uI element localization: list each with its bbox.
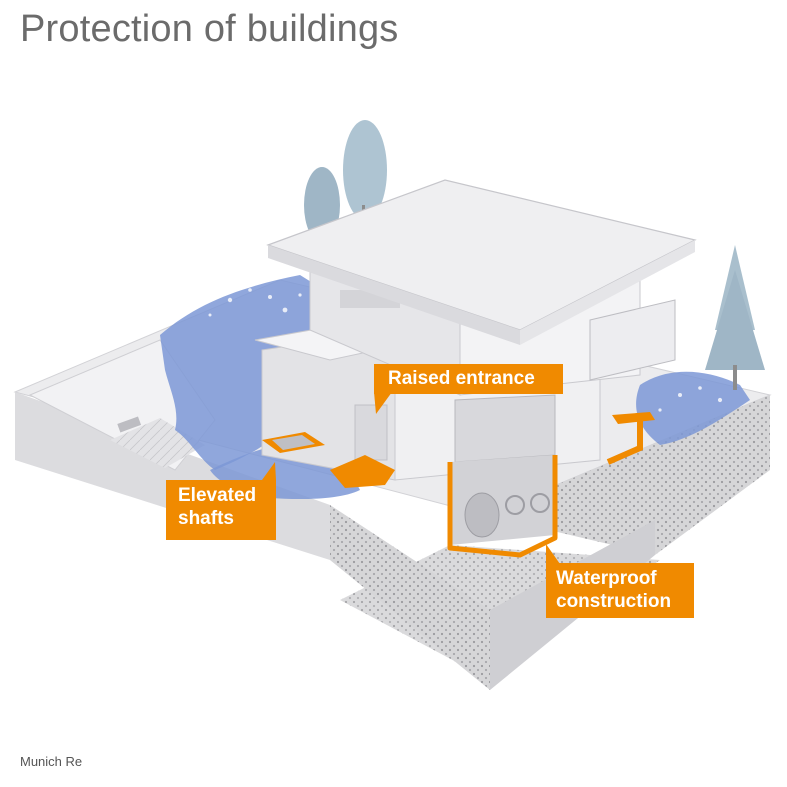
callout-label: Raised entrance: [388, 368, 535, 389]
callout-waterproof-construction: Waterproof construction: [546, 563, 694, 618]
callout-raised-entrance: Raised entrance: [374, 364, 563, 394]
cutaway-room-upper: [454, 394, 556, 463]
roof-edge-left: [268, 245, 520, 345]
balcony: [589, 299, 676, 381]
callout-label: Waterproof: [556, 568, 657, 589]
raised-entrance-step: [330, 455, 395, 488]
source-credit: Munich Re: [20, 754, 83, 769]
flood-water-right: [636, 371, 750, 445]
waterproof-pointer: [546, 544, 560, 564]
callout-label: Elevated: [178, 485, 257, 506]
flood-debris: [208, 288, 723, 412]
elevated-shafts-pointer: [262, 462, 276, 480]
shaft-pipe: [606, 420, 643, 465]
basement-cutaway: [450, 455, 555, 545]
raised-entrance-pointer: [374, 392, 392, 414]
callout-label: shafts: [178, 508, 234, 529]
elevated-shaft-grate: [272, 435, 315, 450]
flood-water-left: [160, 275, 340, 470]
paving-area: [110, 418, 205, 468]
entrance-door: [354, 404, 388, 461]
drain-grate: [117, 416, 142, 433]
bicycle-wheel: [505, 495, 525, 515]
page-title: Protection of buildings: [20, 8, 399, 50]
waterproof-lining: [447, 455, 558, 558]
roof-edge-right: [520, 240, 695, 345]
elevated-shaft-right: [612, 412, 655, 424]
stored-tires: [464, 492, 500, 538]
bicycle-wheel: [530, 493, 550, 513]
callout-label: construction: [556, 591, 672, 612]
tree-right: [705, 245, 765, 390]
callout-elevated-shafts: Elevated shafts: [166, 480, 276, 540]
